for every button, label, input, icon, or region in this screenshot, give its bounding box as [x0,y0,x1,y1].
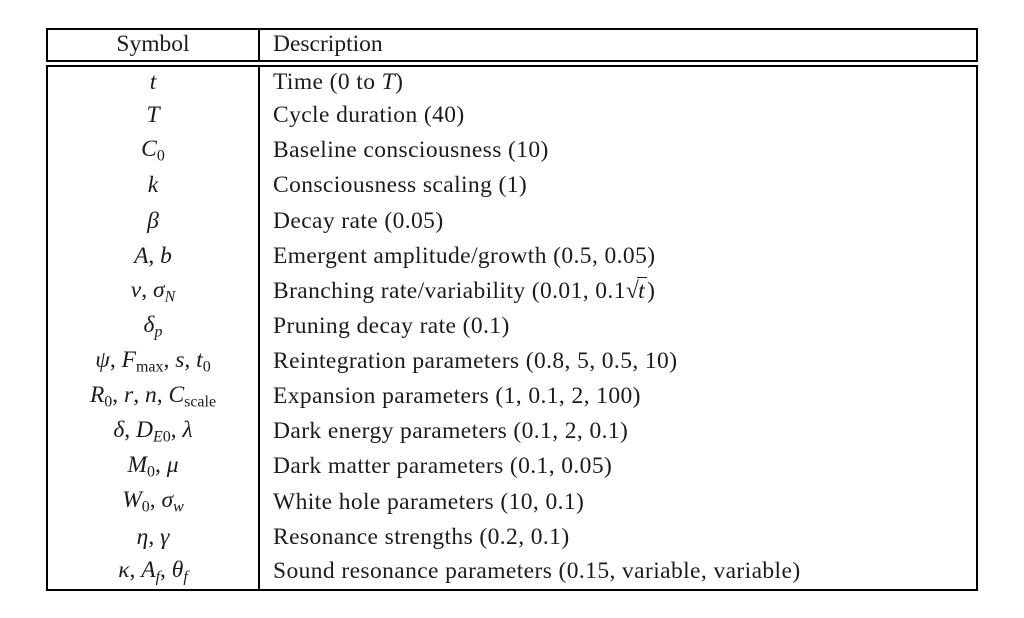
description-cell: Sound resonance parameters (0.15, variab… [273,558,801,585]
symbol-cell: t [47,63,260,99]
table-row: δp Pruning decay rate (0.1) [47,308,977,344]
column-header-description: Description [259,29,977,67]
table-row: C0 Baseline consciousness (10) [47,133,977,169]
table-row: ψ, Fmax, s, t0 Reintegration parameters (… [47,344,977,380]
table-row: R0, r, n, Cscale Expansion parameters (1,… [47,379,977,415]
symbol-cell: β [47,203,260,239]
table-row: k Consciousness scaling (1) [47,168,977,204]
table-body: t Time (0 to T) T Cycle duration (40) C0 Base… [47,63,977,590]
symbol-cell: C0 [47,133,260,169]
description-cell: Consciousness scaling (1) [273,172,528,199]
subscript: N [164,287,176,305]
table-row: δ, DE0, λ Dark energy parameters (0.1, 2,… [47,414,977,450]
description-cell: Time (0 to T) [273,68,404,95]
table-row: η, γ Resonance strengths (0.2, 0.1) [47,519,977,555]
symbol-cell: R0, r, n, Cscale [47,379,260,415]
table-row: M0, μ Dark matter parameters (0.1, 0.05) [47,449,977,485]
description-cell: Resonance strengths (0.2, 0.1) [273,523,570,550]
subscript: 0 [202,358,211,376]
subscript: f [183,568,188,586]
symbol-cell: ν, σN [47,273,260,309]
description-cell: Dark energy parameters (0.1, 2, 0.1) [273,418,629,445]
symbol-cell: δp [47,308,260,344]
subscript: E0 [152,428,171,446]
symbol-table: Symbol Description t Time (0 to T) T Cycle … [46,28,978,591]
description-cell: Expansion parameters (1, 0.1, 2, 100) [273,383,641,410]
symbol-cell: M0, μ [47,449,260,485]
symbol-cell: A, b [47,238,260,274]
description-cell: Decay rate (0.05) [273,207,444,234]
subscript: 0 [141,498,150,516]
symbol-cell: W0, σw [47,484,260,520]
subscript: w [173,498,184,516]
subscript: max [136,358,164,376]
subscript: 0 [147,463,155,481]
symbol-cell: ψ, Fmax, s, t0 [47,344,260,380]
symbol-cell: κ, Af, θf [47,554,260,590]
subscript: 0 [104,393,113,411]
table-header-row: Symbol Description [47,29,977,67]
description-cell: White hole parameters (10, 0.1) [273,488,585,515]
symbol-cell: δ, DE0, λ [47,414,260,450]
sqrt-radical: √t [625,276,648,304]
table-row: W0, σw White hole parameters (10, 0.1) [47,484,977,520]
subscript: f [155,568,161,586]
description-cell: Emergent amplitude/growth (0.5, 0.05) [273,242,656,269]
subscript: 0 [156,147,165,165]
table-row: A, b Emergent amplitude/growth (0.5, 0.05… [47,238,977,274]
table-row: T Cycle duration (40) [47,98,977,134]
symbol-cell: T [47,98,260,134]
description-cell: Pruning decay rate (0.1) [273,312,510,339]
table-row: β Decay rate (0.05) [47,203,977,239]
column-header-symbol: Symbol [47,29,260,67]
table-row: κ, Af, θf Sound resonance parameters (0.1… [47,554,977,590]
description-cell: Cycle duration (40) [273,102,465,129]
subscript: scale [184,393,217,411]
subscript: p [154,323,163,341]
symbol-cell: η, γ [47,519,260,555]
table-row: t Time (0 to T) [47,63,977,99]
symbol-cell: k [47,168,260,204]
description-cell: Dark matter parameters (0.1, 0.05) [273,453,613,480]
description-cell: Reintegration parameters (0.8, 5, 0.5, 1… [273,348,678,375]
description-cell: Branching rate/variability (0.01, 0.1√t) [273,276,656,304]
table-row: ν, σN Branching rate/variability (0.01, 0… [47,273,977,309]
description-cell: Baseline consciousness (10) [273,137,549,164]
